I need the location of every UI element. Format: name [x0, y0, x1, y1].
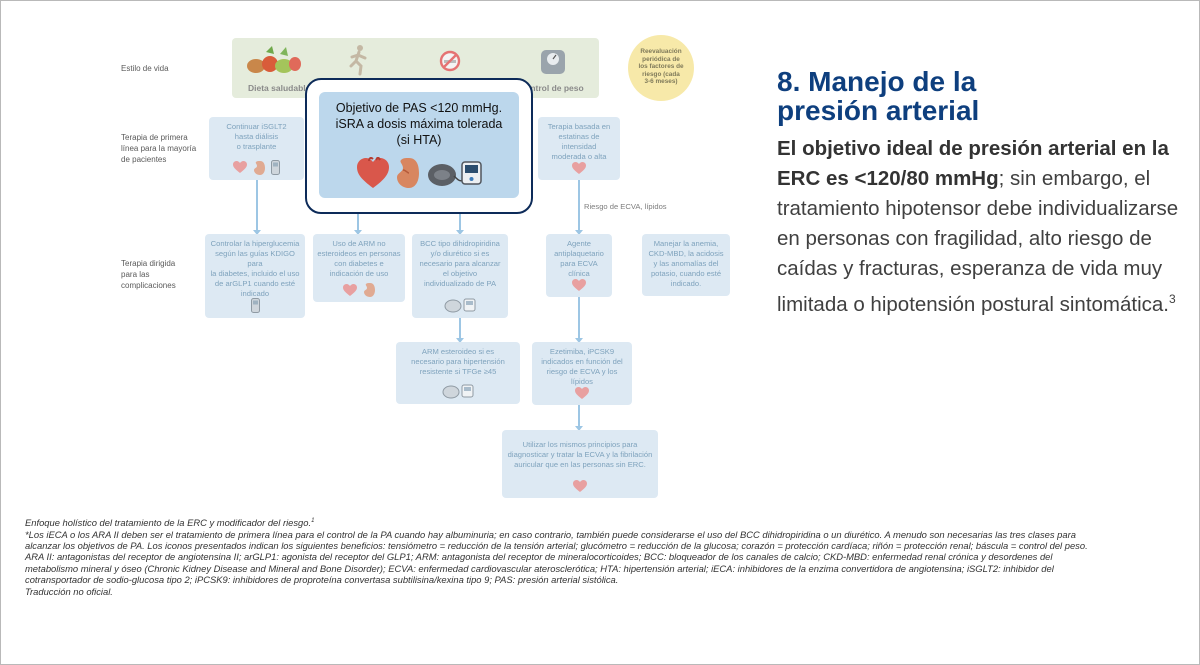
box-nonsteroidal-mra: Uso de ARM no esteroideos en personas co…: [313, 234, 405, 302]
arrow-focus-to-ccb: [456, 214, 464, 235]
footnotes: Enfoque holístico del tratamiento de la …: [25, 516, 1175, 597]
vegetables-icon: [247, 46, 301, 73]
reevaluation-badge: Reevaluación periódica de los factores d…: [628, 35, 694, 101]
footnote-line: metabolismo mineral y óseo (Chronic Kidn…: [25, 562, 1054, 574]
slide-body: El objetivo ideal de presión arterial en…: [777, 134, 1187, 320]
bp-target-highlight-frame: Objetivo de PAS <120 mmHg. iSRA a dosis …: [305, 78, 533, 214]
scale-icon: [541, 50, 565, 74]
row-label-targeted: Terapia dirigida para las complicaciones: [121, 259, 176, 290]
heart-icon: [233, 161, 248, 173]
blood-pressure-monitor-icon: [428, 161, 483, 186]
bp-target-box: Objetivo de PAS <120 mmHg. iSRA a dosis …: [319, 92, 519, 198]
kidney-icon: [397, 158, 419, 188]
arrow-ezetimibe-to-principles: [575, 405, 583, 431]
lifestyle-weight-label: Control de peso: [519, 83, 584, 93]
blood-pressure-monitor-icon: [442, 384, 474, 399]
arrow-sglt2-to-glycemia: [253, 180, 261, 235]
blood-pressure-monitor-icon: [444, 298, 476, 313]
lifestyle-diet-label: Dieta saludable: [248, 83, 311, 93]
heart-icon: [573, 480, 587, 492]
body-reference: 3: [1169, 292, 1176, 306]
glucometer-icon: [250, 298, 260, 313]
heart-icon: [572, 279, 586, 291]
footnote-line: ARA II: antagonistas del receptor de ang…: [25, 551, 1053, 563]
arrow-ccb-to-steroid-mra: [456, 318, 464, 343]
cvd-risk-label: Riesgo de ECVA, lípidos: [584, 202, 667, 211]
row-label-lifestyle: Estilo de vida: [121, 64, 169, 73]
footnote-line: alcanzar los objetivos de PA. Los iconos…: [25, 539, 1088, 551]
kidney-icon: [253, 160, 265, 175]
arrow-statin-to-antiplatelet: [575, 180, 583, 235]
footnote-line: Traducción no oficial.: [25, 585, 113, 597]
box-anemia-management: Manejar la anemia, CKD-MBD, la acidosis …: [642, 234, 730, 296]
footnote-line: *Los iECA o los ARA II deben ser el trat…: [25, 528, 1076, 540]
box-antiplatelet: Agente antiplaquetario para ECVA clínica: [546, 234, 612, 297]
row-label-first-line: Terapia de primera línea para la mayoría…: [121, 133, 197, 164]
footnote-line: cotransportador de sodio-glucosa tipo 2;…: [25, 574, 619, 586]
heart-icon: [575, 387, 589, 399]
box-ccb-diuretic: BCC tipo dihidropiridina y/o diurético s…: [412, 234, 508, 318]
kidney-icon: [363, 283, 375, 297]
arrow-antiplatelet-to-ezetimibe: [575, 297, 583, 343]
body-rest-text: ; sin embargo, el tratamiento hipotensor…: [777, 167, 1179, 316]
glucometer-icon: [270, 160, 280, 175]
runner-icon: [349, 45, 367, 76]
footnote-caption: Enfoque holístico del tratamiento de la …: [25, 517, 315, 529]
heart-icon: [572, 162, 586, 174]
box-statin-therapy: Terapia basada en estatinas de intensida…: [538, 117, 620, 180]
box-continue-sglt2: Continuar iSGLT2 hasta diálisis o traspl…: [209, 117, 304, 180]
heart-icon: [356, 157, 389, 188]
arrow-focus-to-mra: [354, 214, 362, 235]
box-glycemia-control: Controlar la hiperglucemia según las guí…: [205, 234, 305, 318]
box-steroidal-mra: ARM esteroideo si es necesario para hipe…: [396, 342, 520, 404]
no-smoking-icon: [439, 50, 461, 72]
body-bold-text: El objetivo ideal de presión arterial en…: [777, 137, 1169, 190]
slide-title: 8. Manejo de la presión arterial: [777, 66, 980, 126]
box-same-principles: Utilizar los mismos principios para diag…: [502, 430, 658, 498]
box-ezetimibe: Ezetimiba, iPCSK9 indicados en función d…: [532, 342, 632, 405]
heart-icon: [343, 283, 358, 296]
